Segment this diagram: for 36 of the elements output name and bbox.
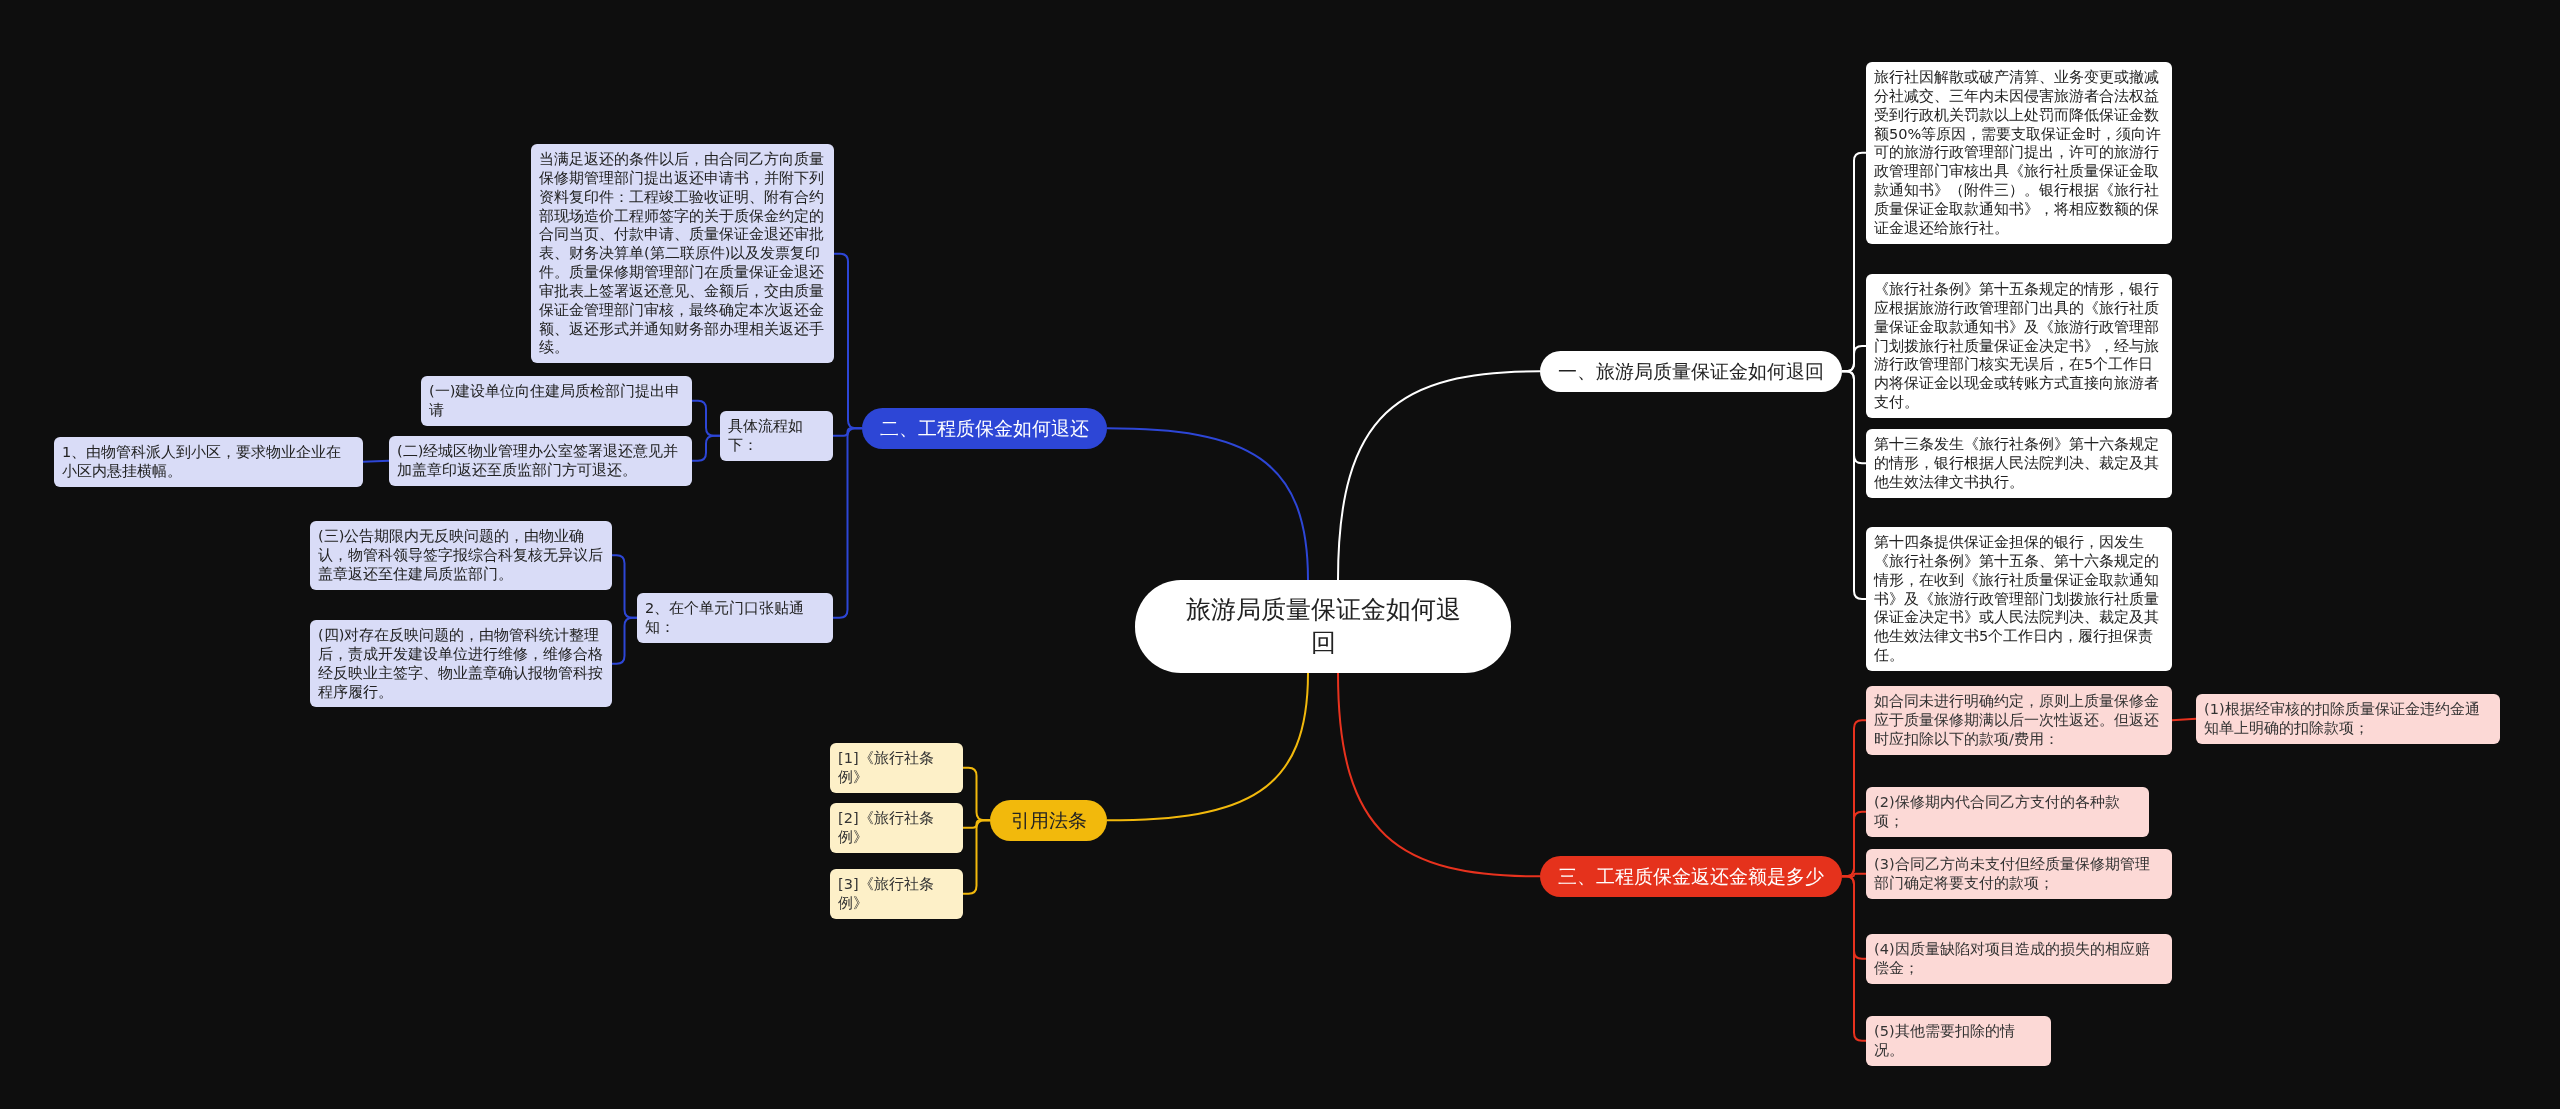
branch-topic: 二、工程质保金如何退还 [862, 408, 1107, 449]
subtopic: 具体流程如下： [720, 411, 833, 461]
branch-topic: 三、工程质保金返还金额是多少 [1540, 856, 1842, 897]
branch-line [1106, 672, 1309, 822]
subtopic: (2)保修期内代合同乙方支付的各种款项； [1866, 787, 2149, 837]
citation: [1]《旅行社条例》 [830, 743, 963, 793]
text-note: (1)根据经审核的扣除质量保证金违约金通知单上明确的扣除款项； [2196, 694, 2500, 744]
branch-line [1337, 370, 1541, 581]
branch-line [1841, 875, 1867, 1042]
branch-line [1106, 427, 1309, 581]
branch-topic: 引用法条 [990, 800, 1107, 841]
text-note: (二)经城区物业管理办公室签署退还意见并加盖章印返还至质监部门方可退还。 [389, 436, 692, 486]
citation: [2]《旅行社条例》 [830, 803, 963, 853]
text-note: (四)对存在反映问题的，由物管科统计整理后，责成开发建设单位进行维修，维修合格经反映业主签字、物业盖章确认报物管科按程序履行。 [310, 620, 612, 708]
subtopic: (一)建设单位向住建局质检部门提出申请 [421, 376, 692, 426]
text-note: 第十四条提供保证金担保的银行，因发生《旅行社条例》第十五条、第十六条规定的情形，在收到《旅行社质量保证金取款通知书》及《旅游行政管理部门划拨旅行社质量保证金决定书》或人民法院判决、裁定及其他生效法律文书5个工作日内，履行担保责任。 [1866, 527, 2172, 671]
text-note: (三)公告期限内无反映问题的，由物业确认，物管科领导签字报综合科复核无异议后盖章返还至住建局质监部门。 [310, 521, 612, 590]
branch-line [2171, 717, 2197, 722]
text-note: 《旅行社条例》第十五条规定的情形，银行应根据旅游行政管理部门出具的《旅行社质量保证金取款通知书》及《旅游行政管理部门划拨旅行社质量保证金决定书》，经与旅游行政管理部门核实无误后，在5个工作日内将保证金以现金或转账方式直接向旅游者支付。 [1866, 274, 2172, 418]
citation: [3]《旅行社条例》 [830, 869, 963, 919]
text-note: 第十三条发生《旅行社条例》第十六条规定的情形，银行根据人民法院判决、裁定及其他生效法律文书执行。 [1866, 429, 2172, 498]
text-note: 当满足返还的条件以后，由合同乙方向质量保修期管理部门提出返还申请书，并附下列资料复印件：工程竣工验收证明、附有合约部现场造价工程师签字的关于质保金约定的合同当页、付款申请、质量保证金退还审批表、财务决算单(第二联原件)以及发票复印件。质量保修期管理部门在质量保证金退还审批表上签署返还意见、金额后，交由质量保证金管理部门审核，最终确定本次返还金额、返还形式并通知财务部办理相关返还手续。 [531, 144, 834, 364]
branch-line [1841, 370, 1867, 600]
text-note: (4)因质量缺陷对项目造成的损失的相应赔偿金； [1866, 934, 2172, 984]
subtopic: (5)其他需要扣除的情况。 [1866, 1016, 2051, 1066]
text-note: 旅行社因解散或破产清算、业务变更或撤减分社减交、三年内未因侵害旅游者合法权益受到行政机关罚款以上处罚而降低保证金数额50%等原因，需要支取保证金时，须向许可的旅游行政管理部门提出，许可的旅游行政管理部门审核出具《旅行社质量保证金取款通知书》（附件三）。银行根据《旅行社质量保证金取款通知书》，将相应数额的保证金退还给旅行社。 [1866, 62, 2172, 244]
text-note: 1、由物管科派人到小区，要求物业企业在小区内悬挂横幅。 [54, 437, 363, 487]
central-topic: 旅游局质量保证金如何退回 [1135, 580, 1511, 673]
branch-line [1337, 672, 1541, 878]
text-note: 如合同未进行明确约定，原则上质量保修金应于质量保修期满以后一次性返还。但返还时应扣除以下的款项/费用： [1866, 686, 2172, 755]
branch-line [611, 616, 638, 665]
subtopic: 2、在个单元门口张贴通知： [637, 593, 833, 643]
branch-topic: 一、旅游局质量保证金如何退回 [1540, 351, 1842, 392]
branch-line [691, 434, 721, 462]
branch-line [362, 459, 390, 463]
text-note: (3)合同乙方尚未支付但经质量保修期管理部门确定将要支付的款项； [1866, 849, 2172, 899]
